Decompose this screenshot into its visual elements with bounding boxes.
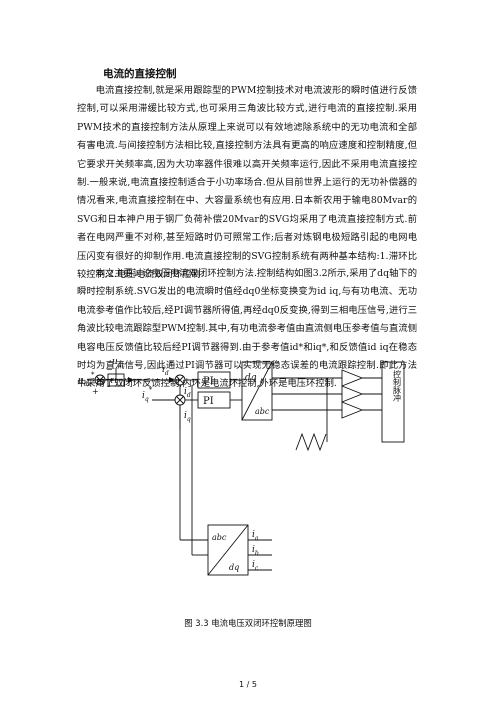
pi-d-label: PI <box>203 376 214 387</box>
sum-junction-udc <box>94 374 106 386</box>
comparator-b <box>341 385 364 403</box>
iq-feedback-label: iq <box>184 411 191 423</box>
ic-label: ic <box>252 560 259 572</box>
section-heading: 电流的直接控制 <box>103 68 177 80</box>
minus-udc: − <box>106 365 113 374</box>
iq-ref-label: iq* <box>142 386 153 403</box>
driver-label: 控制脉冲 <box>393 369 402 403</box>
paragraph-1: 电流直接控制,就是采用跟踪型的PWM控制技术对电流波形的瞬时值进行反馈控制,可以… <box>77 85 417 281</box>
dq-label-2: dq <box>229 563 239 572</box>
ia-label: ia <box>252 530 259 542</box>
comparator-c <box>341 401 364 419</box>
abc-dq-block <box>207 524 249 576</box>
id-feedback-label: id <box>184 387 191 399</box>
comparator-a <box>341 369 364 387</box>
control-block-diagram: udc* udc + − Pi id* iq* id iq PI PI dq a… <box>78 357 405 576</box>
paragraph-2: 本文主要讨论电压电流双闭环控制方法.控制结构如图3.2所示,采用了dq轴下的瞬时… <box>77 268 417 390</box>
driver-box <box>381 361 405 443</box>
dq-label: dq <box>245 373 257 383</box>
pi-q-label: PI <box>203 396 214 407</box>
page-number: 1 / 5 <box>239 680 257 689</box>
id-ref-label: id* <box>162 360 173 377</box>
carrier-wave <box>295 432 327 452</box>
small-pi-label: Pi <box>111 378 117 385</box>
abc-label-2: abc <box>212 533 227 542</box>
dq-abc-block <box>241 361 273 421</box>
udc-ref-label: udc* <box>78 371 95 388</box>
plus-udc: + <box>92 387 99 396</box>
figure-caption: 图 3.3 电流电压双闭环控制原理图 <box>184 618 312 628</box>
ib-label: ib <box>252 545 259 557</box>
udc-label: udc <box>112 357 126 369</box>
abc-label: abc <box>255 407 270 416</box>
